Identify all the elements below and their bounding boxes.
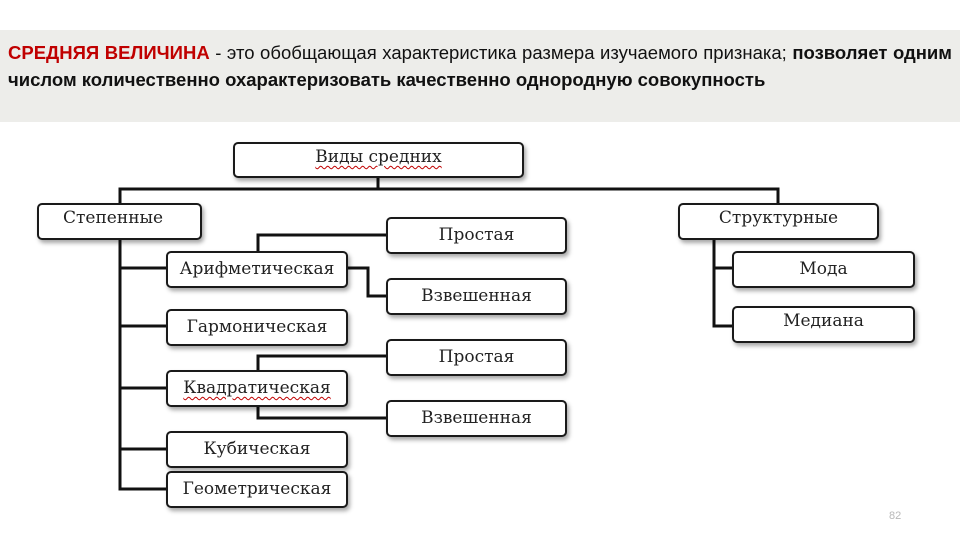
structural-means-node: Структурные — [678, 203, 879, 240]
quadratic-simple-label: Простая — [438, 347, 515, 367]
quadratic-simple-node: Простая — [386, 339, 567, 376]
root-node: Виды средних — [233, 142, 524, 178]
harmonic-label: Гармоническая — [186, 317, 328, 337]
page-number: 82 — [889, 510, 902, 522]
arithmetic-label: Арифметическая — [179, 259, 335, 279]
geometric-node: Геометрическая — [166, 471, 348, 508]
median-node: Медиана — [732, 306, 915, 343]
arithmetic-simple-node: Простая — [386, 217, 567, 254]
mode-label: Мода — [799, 259, 848, 279]
quadratic-weighted-label: Взвешенная — [421, 408, 532, 428]
definition-text: - это обобщающая характеристика размера … — [209, 42, 787, 63]
cubic-node: Кубическая — [166, 431, 348, 468]
median-label: Медиана — [783, 311, 864, 331]
mode-node: Мода — [732, 251, 915, 288]
definition-term: СРЕДНЯЯ ВЕЛИЧИНА — [8, 42, 210, 63]
structural-means-label: Структурные — [718, 208, 839, 228]
quadratic-weighted-node: Взвешенная — [386, 400, 567, 437]
power-means-label: Степенные — [63, 208, 164, 228]
definition-continuation: позволяет одним числом количественно оха… — [8, 42, 952, 90]
arithmetic-weighted-node: Взвешенная — [386, 278, 567, 315]
power-means-node: Степенные — [37, 203, 202, 240]
arithmetic-simple-label: Простая — [438, 225, 515, 245]
root-label: Виды средних — [315, 147, 442, 167]
harmonic-node: Гармоническая — [166, 309, 348, 346]
arithmetic-weighted-label: Взвешенная — [421, 286, 532, 306]
cubic-label: Кубическая — [203, 439, 311, 459]
quadratic-label: Квадратическая — [183, 378, 331, 398]
definition-banner: СРЕДНЯЯ ВЕЛИЧИНА - это обобщающая характ… — [0, 30, 960, 122]
arithmetic-node: Арифметическая — [166, 251, 348, 288]
geometric-label: Геометрическая — [182, 479, 332, 499]
quadratic-node: Квадратическая — [166, 370, 348, 407]
